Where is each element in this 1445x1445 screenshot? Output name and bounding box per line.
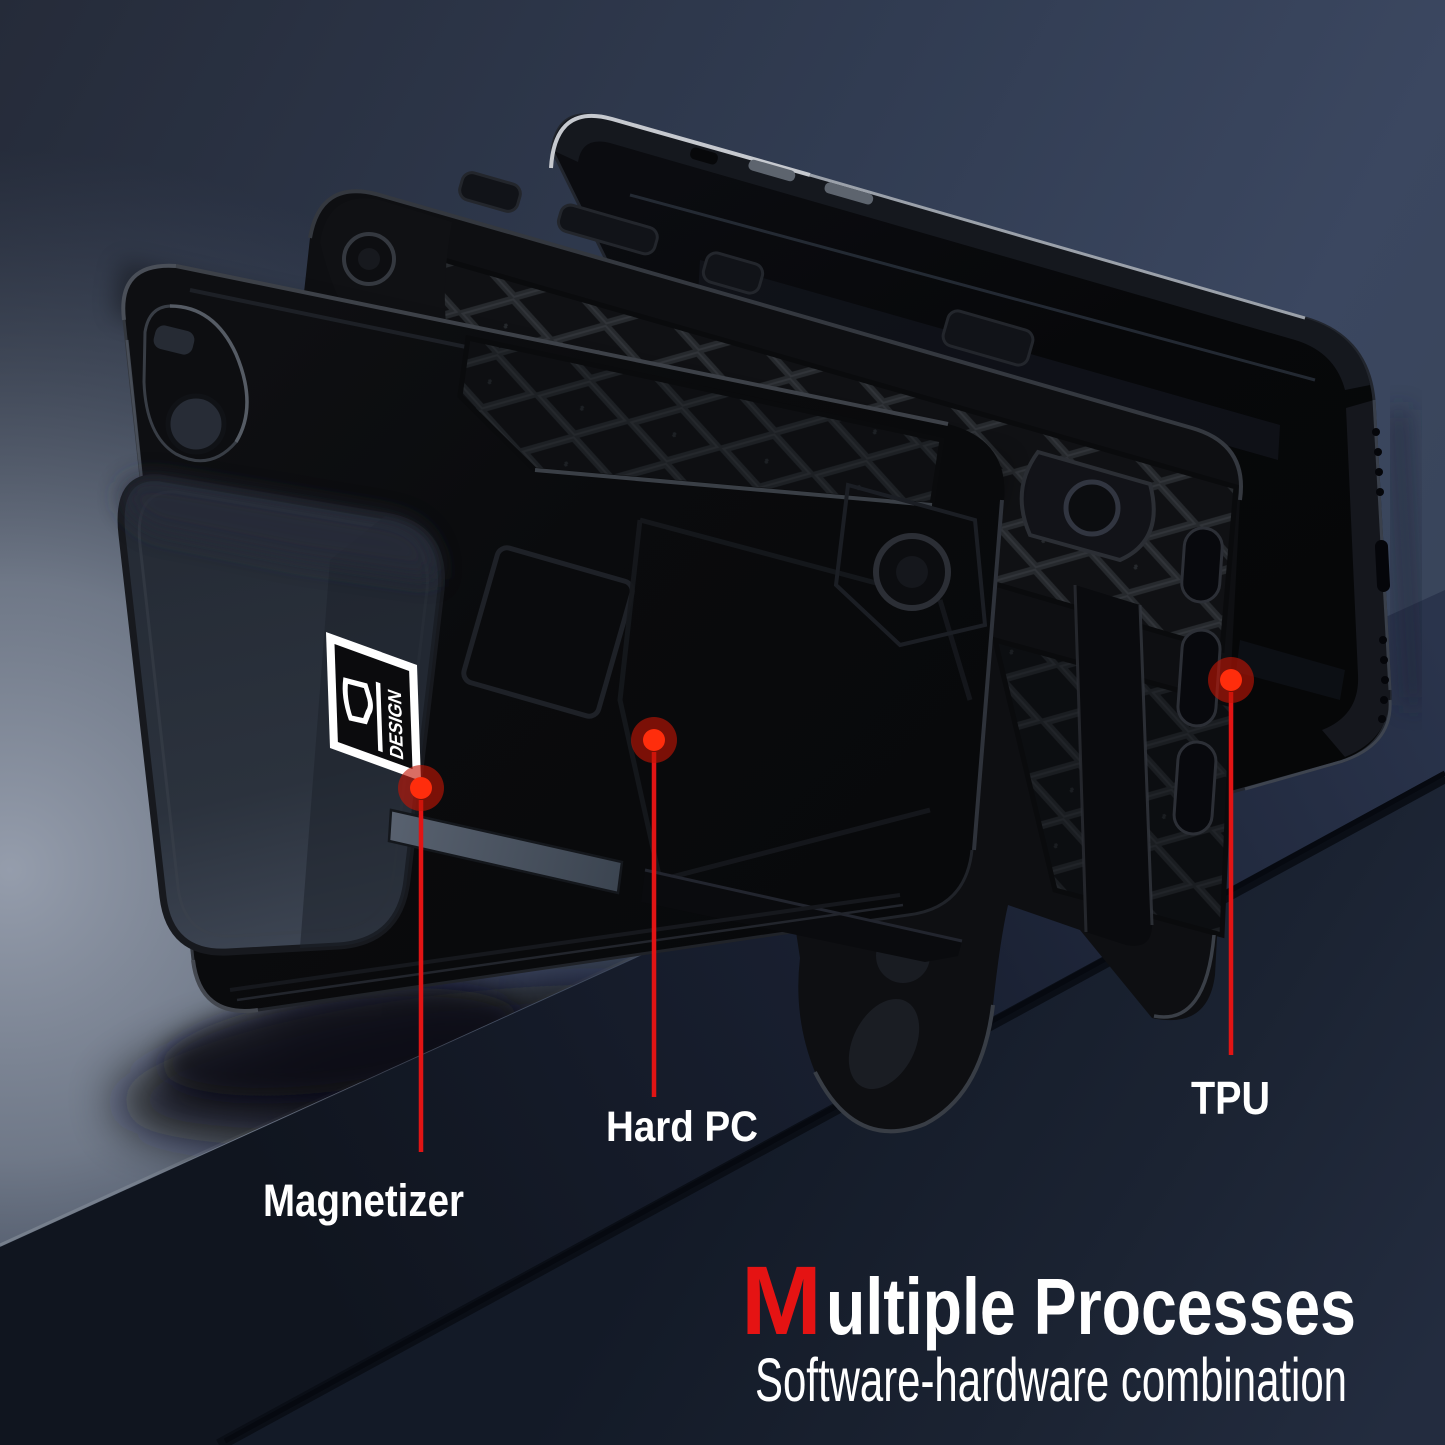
- svg-text:Hard PC: Hard PC: [606, 1103, 758, 1151]
- svg-text:Magnetizer: Magnetizer: [263, 1175, 464, 1226]
- svg-text:Software-hardware combination: Software-hardware combination: [755, 1346, 1347, 1414]
- svg-text:TPU: TPU: [1191, 1072, 1270, 1124]
- svg-text:DESIGN: DESIGN: [384, 687, 408, 763]
- svg-text:ultiple Processes: ultiple Processes: [826, 1262, 1356, 1351]
- svg-text:M: M: [741, 1246, 822, 1355]
